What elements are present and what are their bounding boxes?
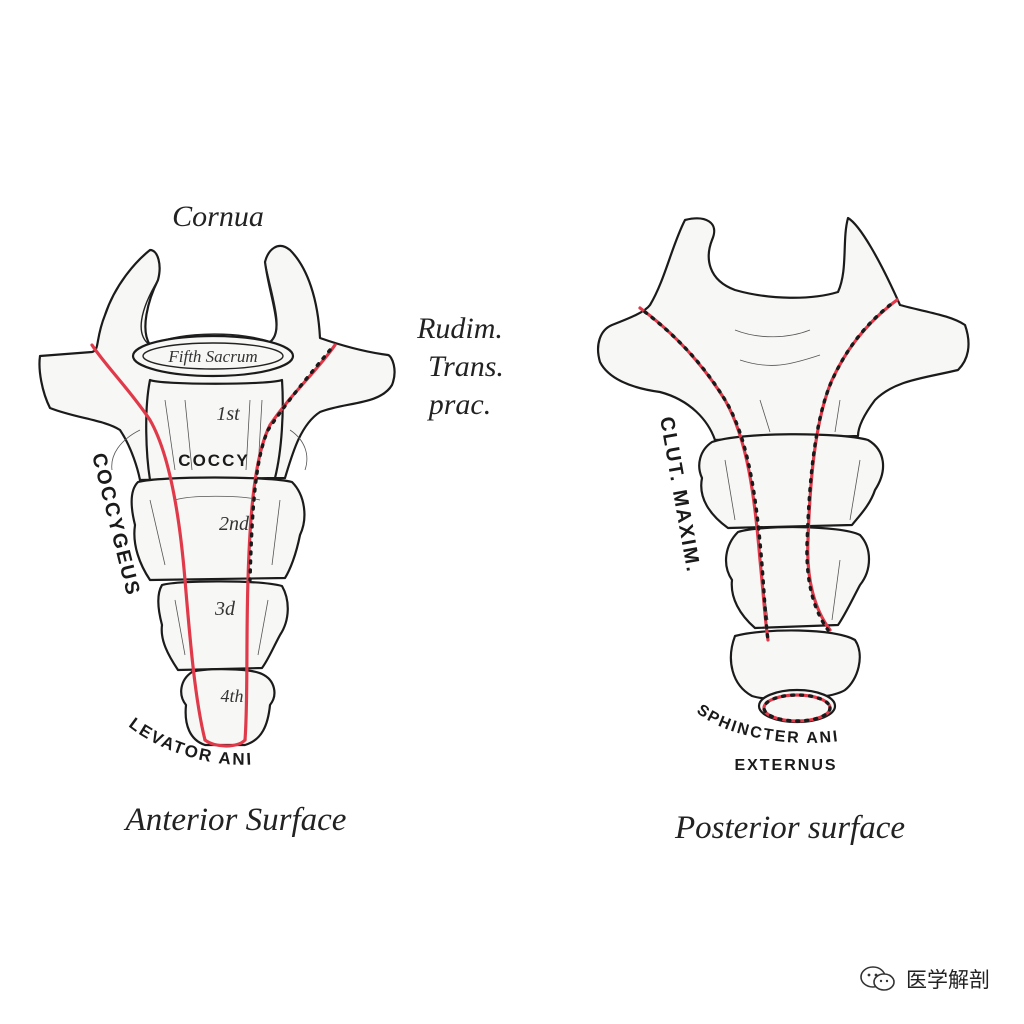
label-externus: EXTERNUS <box>734 757 837 774</box>
label-third-segment: 3d <box>214 598 236 620</box>
label-fifth-sacrum: Fifth Sacrum <box>167 347 257 366</box>
watermark-text: 医学解剖 <box>906 968 990 992</box>
label-rudim-3: prac. <box>427 388 492 421</box>
label-cornua: Cornua <box>172 200 264 233</box>
posterior-third-segment <box>724 526 871 630</box>
anterior-coccygeus-line-left <box>90 343 207 742</box>
anterior-levator-ani-loop <box>203 738 247 748</box>
posterior-cornua <box>596 216 970 442</box>
first-coccygeal-segment <box>145 378 284 482</box>
anterior-cornua-notch <box>140 261 278 346</box>
posterior-glut-dots-right <box>805 303 892 632</box>
caption-posterior-surface: Posterior surface <box>674 810 905 846</box>
label-fourth-segment: 4th <box>220 686 243 706</box>
label-first-segment: 1st <box>216 403 240 425</box>
label-coccy: COCCY <box>178 451 249 470</box>
posterior-fourth-segment <box>729 629 861 701</box>
wechat-icon <box>860 966 895 991</box>
label-glut-maxim: CLUT. MAXIM. <box>655 415 704 575</box>
label-second-segment: 2nd <box>219 513 250 535</box>
caption-anterior-surface: Anterior Surface <box>124 802 347 838</box>
posterior-hatching <box>724 329 861 621</box>
watermark: 医学解剖 <box>858 964 990 994</box>
posterior-second-segment <box>698 433 885 530</box>
anterior-figure: Cornua Rudim. Trans. prac. Fifth Sacrum … <box>38 200 504 838</box>
anterior-coccygeus-dots-right <box>248 348 332 582</box>
label-rudim-1: Rudim. <box>416 312 503 345</box>
posterior-figure: CLUT. MAXIM. SPHINCTER ANI EXTERNUS Post… <box>596 216 970 846</box>
third-coccygeal-segment <box>157 580 289 672</box>
posterior-glut-dots-left <box>643 310 770 642</box>
second-coccygeal-segment <box>130 476 306 582</box>
fifth-sacrum-facet-inner <box>142 342 284 370</box>
posterior-glut-line-left <box>638 306 770 642</box>
fourth-coccygeal-segment <box>180 668 276 747</box>
posterior-sphincter-dots <box>762 693 832 723</box>
label-rudim-2: Trans. <box>428 350 504 383</box>
